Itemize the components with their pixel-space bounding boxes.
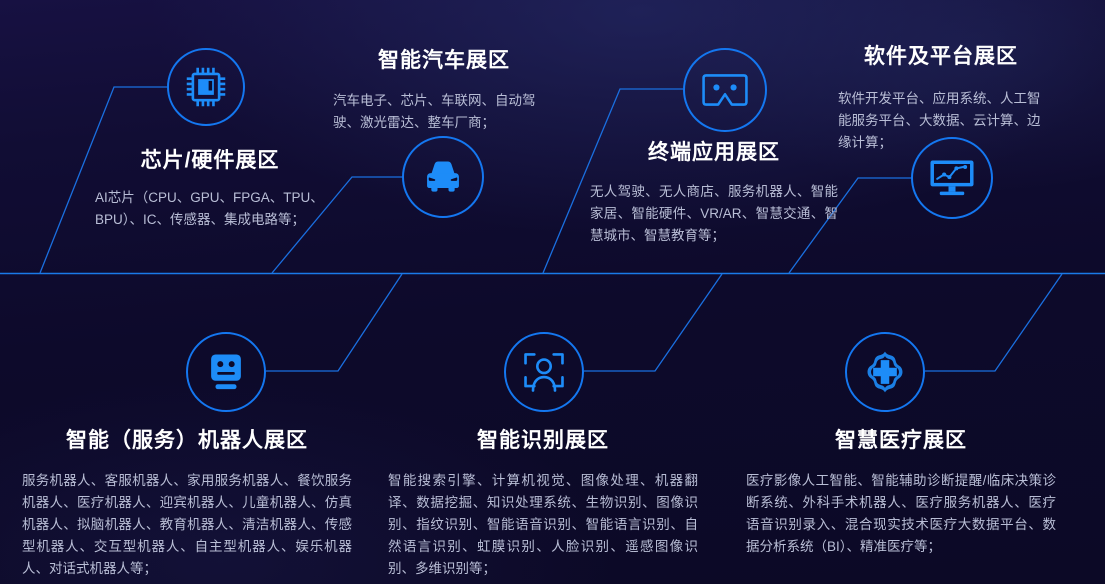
face-recognition-glyph: [524, 353, 564, 392]
medical-cross-icon[interactable]: [845, 332, 925, 412]
connector-chip: [39, 86, 167, 274]
person-shoulders: [531, 375, 557, 392]
zone-title-terminal: 终端应用展区: [648, 141, 780, 164]
bracket-bottom-right: [552, 375, 564, 388]
zone-desc-recognition: 智能搜索引擎、计算机视觉、图像处理、机器翻译、数据挖掘、知识处理系统、生物识别、…: [388, 473, 698, 576]
face-recognition-icon[interactable]: [504, 332, 584, 412]
connector-medical: [925, 273, 1063, 372]
microchip-icon[interactable]: [167, 48, 245, 126]
bracket-top-left: [524, 353, 536, 365]
zone-card-terminal: 终端应用展区 无人驾驶、无人商店、服务机器人、智能家居、智能硬件、VR/AR、智…: [590, 140, 838, 247]
bracket-top-right: [552, 353, 564, 365]
zone-title-automotive: 智能汽车展区: [378, 49, 510, 72]
zone-desc-robot: 服务机器人、客服机器人、家用服务机器人、餐饮服务机器人、医疗机器人、迎宾机器人、…: [22, 473, 352, 576]
zone-card-recognition: 智能识别展区 智能搜索引擎、计算机视觉、图像处理、机器翻译、数据挖掘、知识处理系…: [388, 428, 698, 580]
medical-cross-glyph: [867, 351, 903, 393]
connector-recognition: [584, 273, 723, 372]
zone-title-recognition: 智能识别展区: [477, 429, 609, 452]
zone-desc-automotive: 汽车电子、芯片、车联网、自动驾驶、激光雷达、整车厂商；: [333, 93, 536, 131]
vr-headset-icon[interactable]: [683, 48, 767, 132]
car-glyph: [427, 161, 459, 192]
zone-desc-software: 软件开发平台、应用系统、人工智能服务平台、大数据、云计算、边缘计算；: [838, 91, 1041, 150]
zone-title-software: 软件及平台展区: [864, 45, 1018, 68]
zone-card-software: 软件及平台展区 软件开发平台、应用系统、人工智能服务平台、大数据、云计算、边缘计…: [838, 44, 1044, 154]
robot-face-icon[interactable]: [186, 332, 266, 412]
vr-headset-glyph: [702, 74, 748, 106]
zone-title-robot: 智能（服务）机器人展区: [66, 429, 308, 452]
connector-robot: [266, 273, 403, 372]
connector-terminal: [542, 88, 683, 274]
vr-lens-right: [730, 84, 737, 91]
vr-lens-left: [713, 84, 720, 91]
zone-desc-chip: AI芯片（CPU、GPU、FPGA、TPU、BPU）、IC、传感器、集成电路等；: [95, 190, 324, 228]
zone-title-medical: 智慧医疗展区: [835, 429, 967, 452]
connector-software: [788, 177, 911, 274]
zone-card-automotive: 智能汽车展区 汽车电子、芯片、车联网、自动驾驶、激光雷达、整车厂商；: [333, 48, 555, 134]
vr-body: [702, 74, 748, 106]
robot-face-glyph: [211, 354, 241, 390]
bracket-bottom-left: [524, 375, 536, 388]
zone-card-robot: 智能（服务）机器人展区 服务机器人、客服机器人、家用服务机器人、餐饮服务机器人、…: [22, 428, 352, 580]
connector-automotive: [271, 176, 402, 274]
person-head: [535, 358, 553, 375]
zone-desc-medical: 医疗影像人工智能、智能辅助诊断提醒/临床决策诊断系统、外科手术机器人、医疗服务机…: [746, 473, 1056, 554]
monitor-chart-glyph: [930, 160, 974, 196]
zone-title-chip: 芯片/硬件展区: [140, 149, 280, 172]
zone-desc-terminal: 无人驾驶、无人商店、服务机器人、智能家居、智能硬件、VR/AR、智慧交通、智慧城…: [590, 184, 838, 243]
monitor-chart-icon[interactable]: [911, 137, 993, 219]
car-icon[interactable]: [402, 136, 484, 218]
zone-card-medical: 智慧医疗展区 医疗影像人工智能、智能辅助诊断提醒/临床决策诊断系统、外科手术机器…: [746, 428, 1056, 558]
zone-card-chip: 芯片/硬件展区 AI芯片（CPU、GPU、FPGA、TPU、BPU）、IC、传感…: [95, 148, 325, 231]
microchip-glyph: [186, 67, 226, 107]
